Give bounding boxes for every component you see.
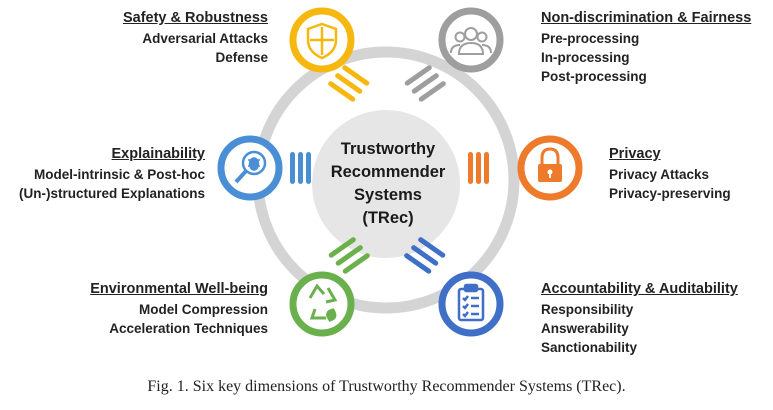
environmental-bulb bbox=[289, 237, 370, 337]
environmental-item: Model Compression bbox=[138, 302, 268, 317]
safety-title: Safety & Robustness bbox=[122, 10, 268, 26]
explainability-item: Model-intrinsic & Post-hoc bbox=[33, 167, 205, 182]
fairness-title: Non-discrimination & Fairness bbox=[541, 10, 752, 26]
environmental-title: Environmental Well-being bbox=[90, 281, 268, 297]
accountability-item: Sanctionability bbox=[541, 340, 638, 355]
explainability-item: (Un-)structured Explanations bbox=[18, 186, 205, 201]
accountability-label: Accountability & Auditability Responsibi… bbox=[541, 281, 738, 357]
fairness-item: Pre-processing bbox=[541, 31, 640, 46]
safety-bulb bbox=[289, 7, 370, 102]
fairness-bulb bbox=[404, 7, 504, 102]
figure-caption: Fig. 1. Six key dimensions of Trustworth… bbox=[147, 378, 626, 395]
explainability-label: Explainability Model-intrinsic & Post-ho… bbox=[19, 146, 205, 203]
accountability-bulb bbox=[404, 237, 504, 337]
privacy-item: Privacy-preserving bbox=[609, 186, 731, 201]
privacy-item: Privacy Attacks bbox=[609, 167, 710, 182]
center-line: (TRec) bbox=[362, 209, 414, 227]
explainability-title: Explainability bbox=[111, 146, 205, 162]
privacy-title: Privacy bbox=[609, 146, 661, 162]
clipboard-icon bbox=[457, 283, 485, 322]
safety-item: Defense bbox=[215, 50, 268, 65]
safety-label: Safety & Robustness Adversarial Attacks … bbox=[123, 10, 268, 67]
people-icon bbox=[450, 27, 492, 55]
center-disk bbox=[312, 110, 460, 258]
shield-icon bbox=[306, 22, 338, 60]
environmental-item: Acceleration Techniques bbox=[109, 321, 268, 336]
safety-item: Adversarial Attacks bbox=[142, 31, 268, 46]
bug-magnifier-icon bbox=[234, 150, 267, 184]
fairness-label: Non-discrimination & Fairness Pre-proces… bbox=[541, 10, 751, 86]
accountability-item: Responsibility bbox=[541, 302, 634, 317]
privacy-label: Privacy Privacy Attacks Privacy-preservi… bbox=[609, 146, 731, 203]
accountability-item: Answerability bbox=[541, 321, 629, 336]
privacy-bulb bbox=[468, 135, 583, 201]
center-title: Trustworthy Recommender Systems (TRec) bbox=[323, 138, 453, 230]
accountability-title: Accountability & Auditability bbox=[541, 281, 738, 297]
lock-icon bbox=[538, 147, 562, 182]
recycle-icon bbox=[308, 283, 338, 322]
fairness-item: Post-processing bbox=[541, 69, 647, 84]
center-line: Recommender bbox=[330, 163, 446, 181]
explainability-bulb bbox=[217, 135, 311, 201]
environmental-label: Environmental Well-being Model Compressi… bbox=[90, 281, 268, 338]
center-line: Systems bbox=[354, 186, 422, 204]
center-line: Trustworthy bbox=[340, 140, 436, 158]
fairness-item: In-processing bbox=[541, 50, 630, 65]
